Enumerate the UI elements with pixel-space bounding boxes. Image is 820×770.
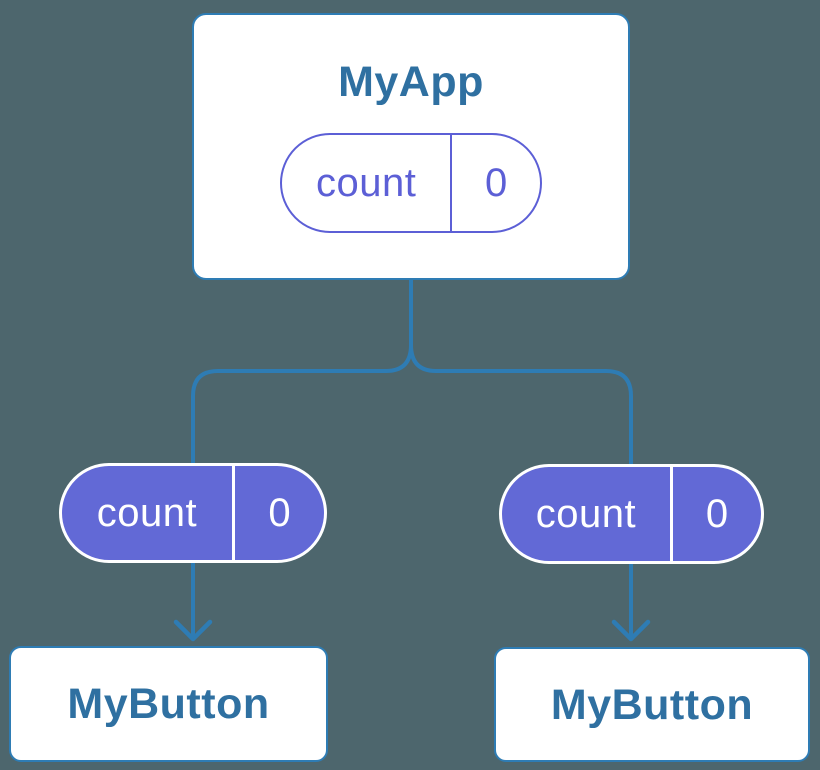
arrow-down-icon (173, 619, 213, 642)
node-myapp: MyApp count 0 (192, 13, 630, 280)
branch-root-to-right-child (409, 277, 633, 464)
prop-pill-left: count 0 (59, 463, 327, 563)
prop-pill-left-value: 0 (268, 490, 291, 535)
node-mybutton-right: MyButton (494, 647, 810, 762)
node-mybutton-right-title: MyButton (550, 680, 754, 729)
state-pill-name: count (282, 135, 453, 231)
arrow-down-icon (611, 619, 651, 642)
prop-pill-right: count 0 (499, 464, 764, 564)
prop-pill-left-name: count (62, 466, 235, 560)
node-mybutton-left: MyButton (9, 646, 328, 762)
state-pill: count 0 (280, 133, 542, 233)
branch-root-to-left-child (191, 277, 413, 464)
prop-pill-right-name: count (502, 467, 673, 561)
state-pill-value: 0 (485, 160, 508, 205)
prop-pill-right-value: 0 (705, 491, 729, 536)
node-mybutton-left-title: MyButton (67, 680, 270, 728)
node-myapp-title: MyApp (338, 58, 484, 106)
